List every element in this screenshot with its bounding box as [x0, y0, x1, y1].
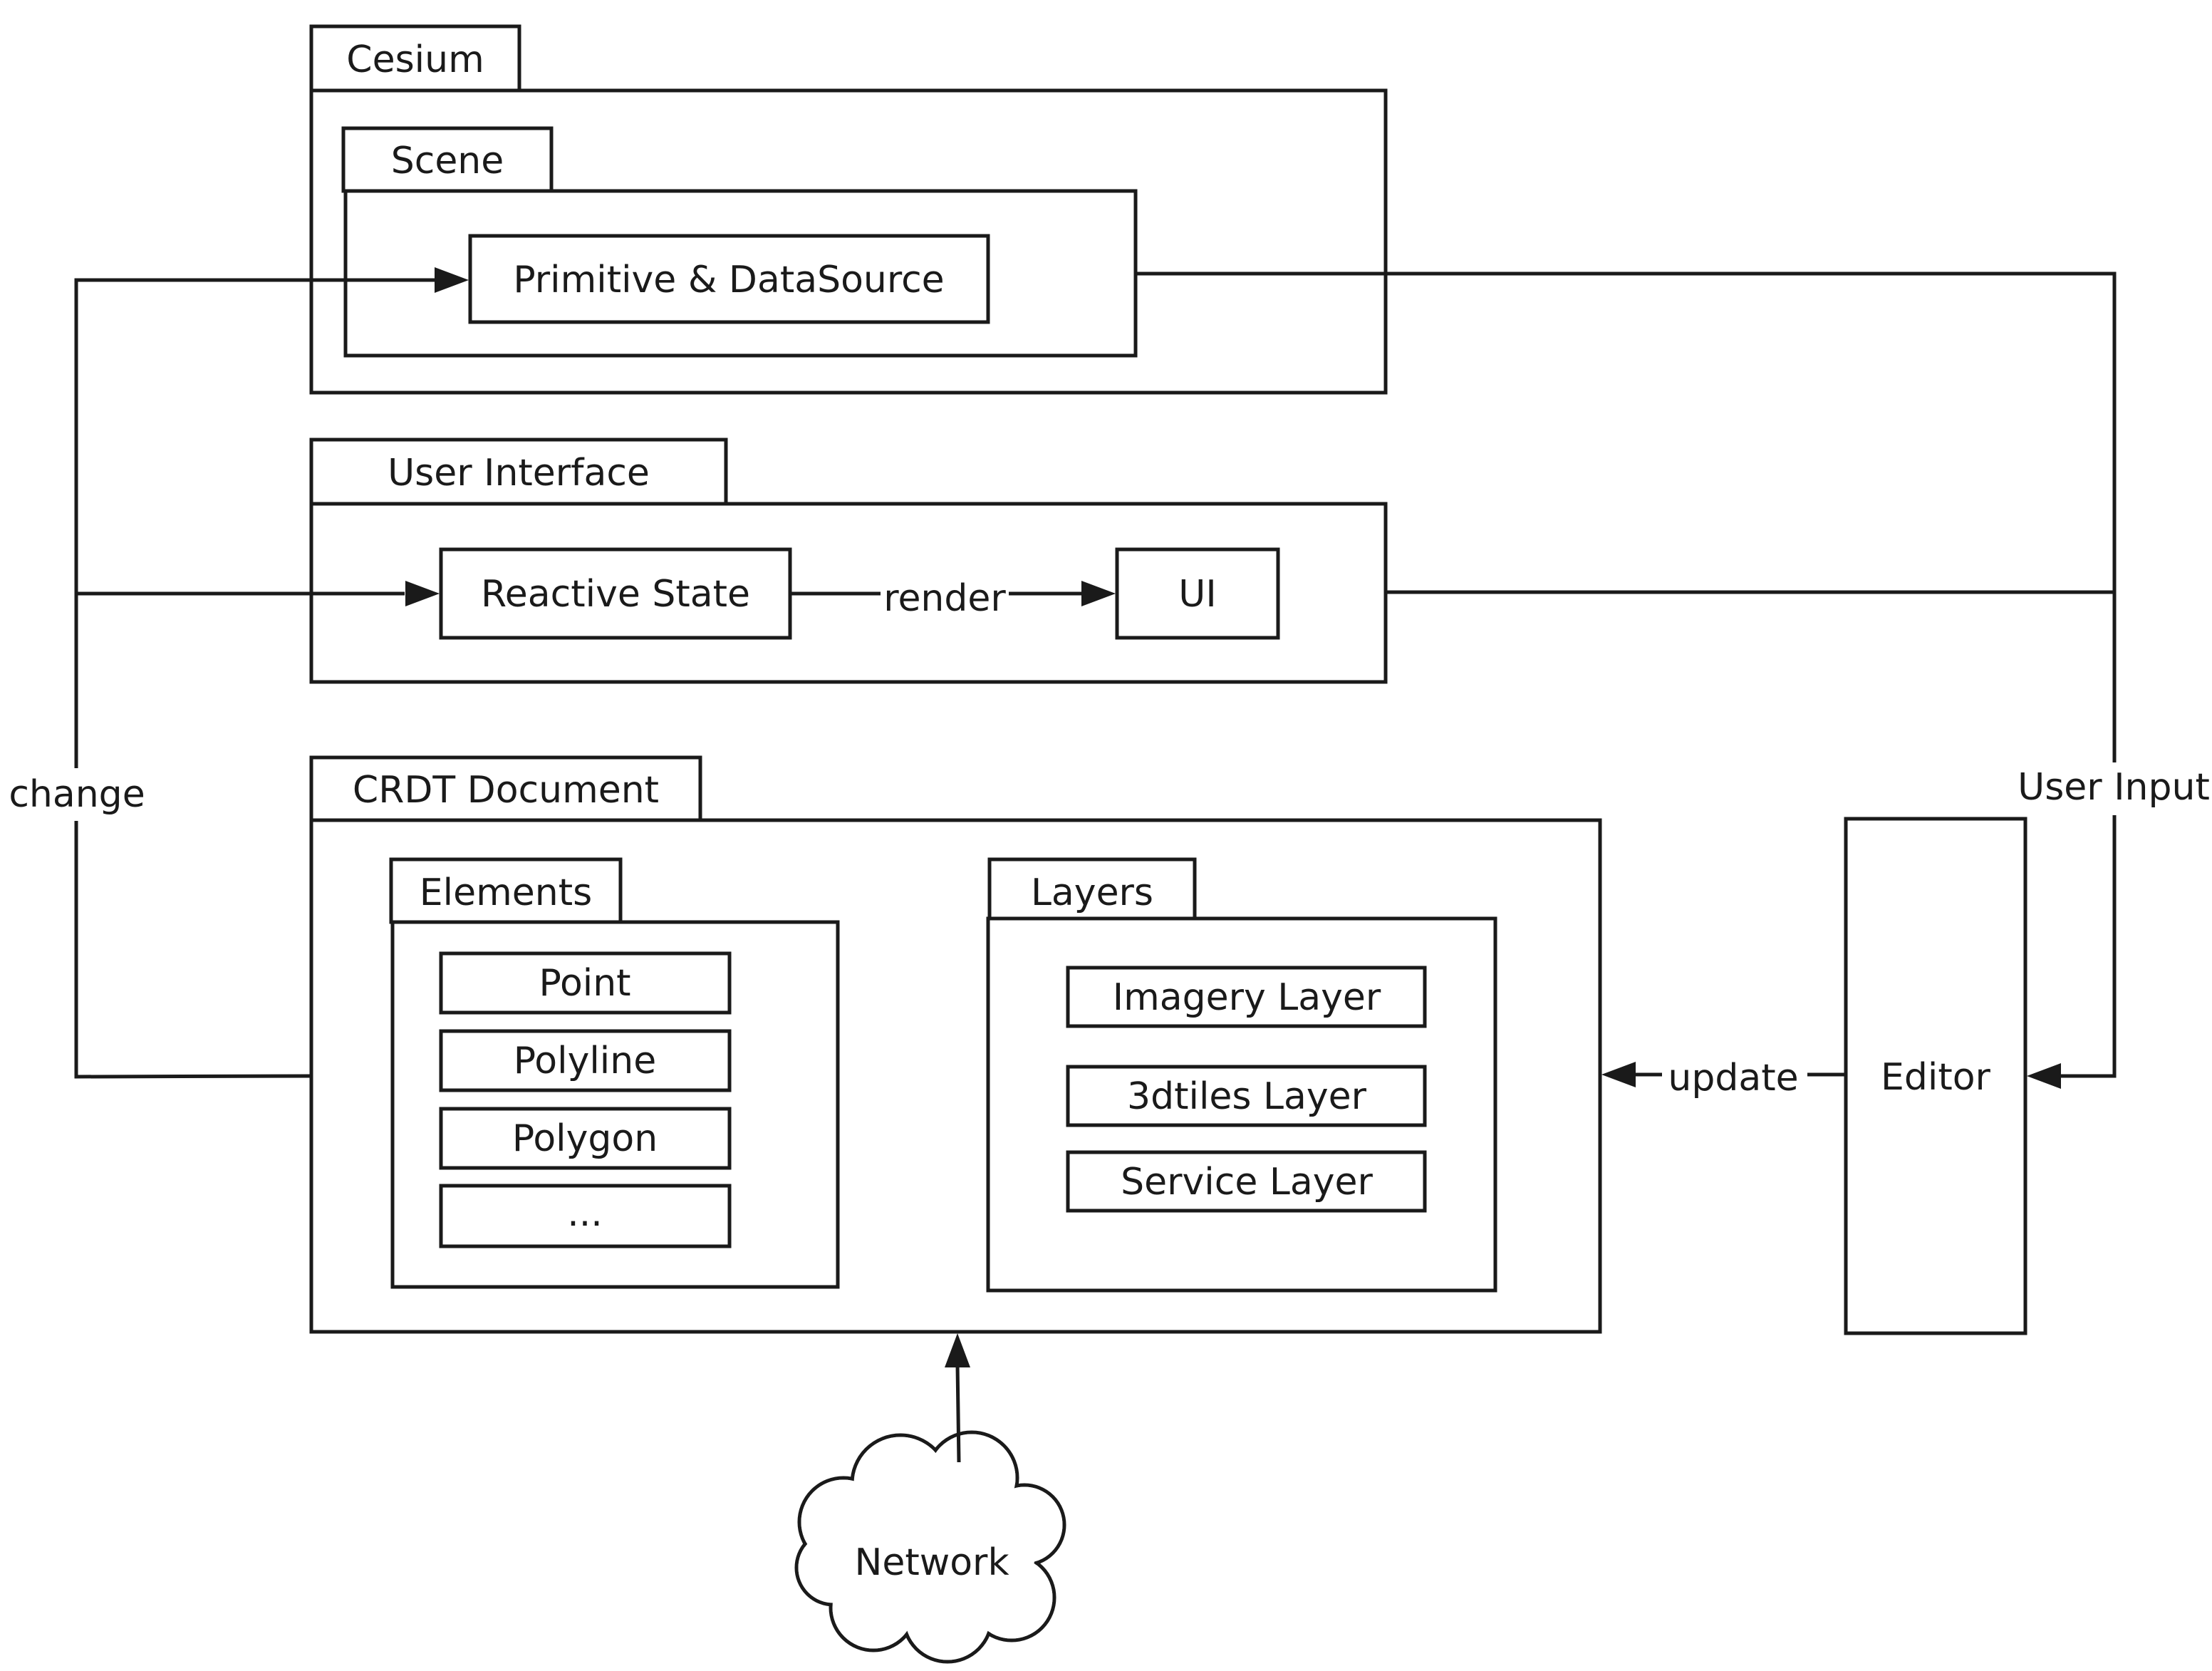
ui-box — [1115, 547, 1280, 640]
layers-package-title: Layers — [1031, 871, 1153, 914]
network-edge-line — [955, 1364, 961, 1463]
elements-package-title: Elements — [420, 871, 592, 914]
editor-node: Editor — [1844, 817, 2027, 1335]
scene-package-title: Scene — [391, 140, 504, 182]
scene-package: Scene Primitive & DataSource — [341, 126, 1138, 358]
network-edge-arrowhead — [945, 1333, 970, 1367]
layers-package-tab — [987, 857, 1197, 924]
crdt-document-package-title: CRDT Document — [353, 769, 659, 812]
3dtiles-layer-box — [1066, 1065, 1427, 1127]
element-polyline-label: Polyline — [514, 1040, 656, 1082]
update-edge-label: update — [1668, 1057, 1798, 1100]
user-input-edge: User Input — [1136, 271, 2212, 1089]
change-edge-label: change — [9, 773, 145, 816]
change-edge: change — [7, 267, 469, 1079]
element-point-label: Point — [539, 962, 630, 1005]
reactive-state-label: Reactive State — [481, 573, 750, 616]
primitive-datasource-label: Primitive & DataSource — [513, 259, 944, 301]
render-edge-arrowhead — [1081, 581, 1116, 606]
change-edge-line — [74, 278, 437, 1079]
render-edge: render — [790, 570, 1116, 620]
cesium-package-tab — [309, 24, 521, 93]
user-interface-package-tab — [309, 438, 728, 506]
user-input-edge-label: User Input — [2018, 766, 2210, 809]
service-layer-box — [1066, 1150, 1427, 1213]
service-layer-label: Service Layer — [1121, 1161, 1373, 1204]
imagery-layer-box — [1066, 966, 1427, 1028]
element-more-label: ... — [567, 1192, 603, 1235]
user-input-edge-line — [1136, 271, 2117, 1078]
ui-label: UI — [1178, 573, 1216, 616]
crdt-document-package: CRDT Document Elements Point Polyline Po… — [309, 755, 1602, 1334]
update-edge-arrowhead — [1601, 1062, 1636, 1087]
render-edge-label: render — [883, 577, 1006, 620]
network-label: Network — [854, 1541, 1009, 1584]
elements-package-tab — [389, 857, 623, 924]
element-polygon-label: Polygon — [512, 1117, 658, 1160]
layers-package: Layers Imagery Layer 3dtiles Layer Servi… — [986, 857, 1497, 1293]
imagery-layer-label: Imagery Layer — [1113, 976, 1381, 1019]
element-polygon-box — [439, 1107, 732, 1170]
cesium-package-title: Cesium — [346, 38, 484, 81]
editor-label: Editor — [1881, 1056, 1991, 1099]
cesium-package: Cesium Scene Primitive & DataSource — [309, 24, 1388, 395]
network-node: Network — [794, 1430, 1066, 1664]
reactive-state-box — [439, 547, 792, 640]
change-edge-arrowhead-primitive — [435, 267, 469, 293]
user-input-edge-arrowhead — [2027, 1063, 2061, 1089]
network-edge — [945, 1333, 970, 1463]
update-edge: update — [1601, 1050, 1846, 1102]
elements-package: Elements Point Polyline Polygon ... — [389, 857, 840, 1289]
primitive-datasource-box — [468, 234, 990, 324]
3dtiles-layer-label: 3dtiles Layer — [1127, 1075, 1367, 1118]
change-edge-arrowhead-reactive-state — [405, 581, 440, 606]
user-interface-package: User Interface Reactive State UI — [309, 438, 1388, 684]
user-interface-package-title: User Interface — [388, 452, 650, 495]
cloud-icon — [794, 1430, 1066, 1664]
crdt-document-package-tab — [309, 755, 702, 822]
element-polyline-box — [439, 1029, 732, 1092]
element-point-box — [439, 951, 732, 1015]
element-more-box — [439, 1184, 732, 1248]
